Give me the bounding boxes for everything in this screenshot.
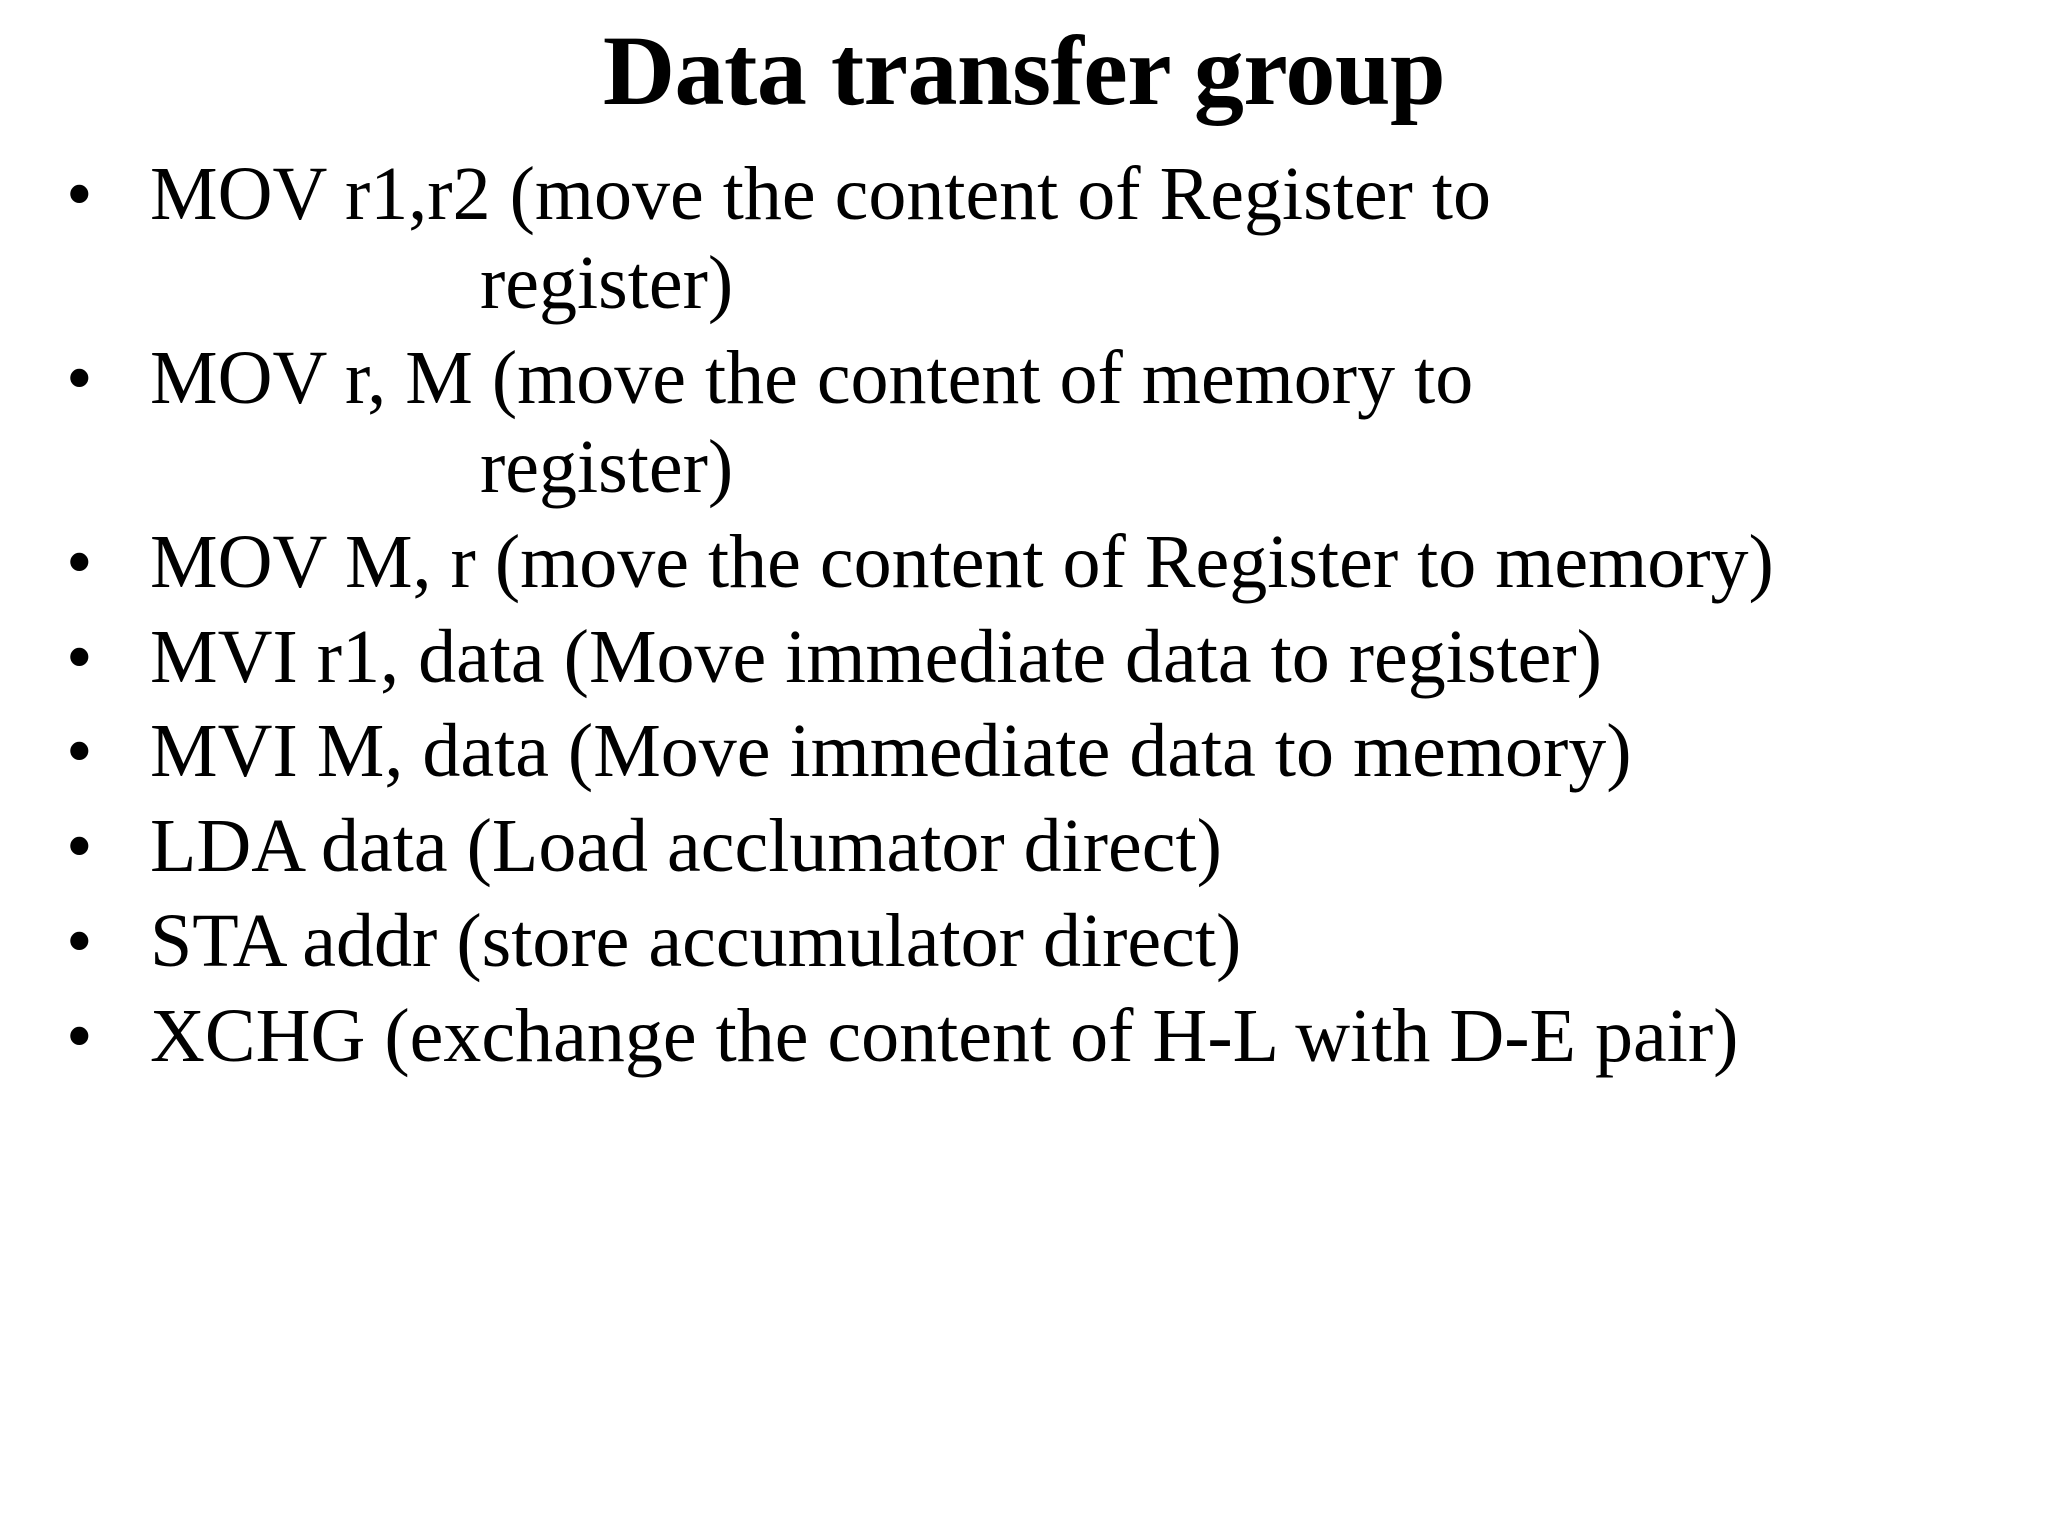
list-item[interactable]: • STA addr (store accumulator direct) [0,897,2048,986]
list-item[interactable]: • MOV r, M (move the content of memory t… [0,334,2048,512]
list-item-text: STA addr (store accumulator direct) [150,899,1242,984]
bullet-icon: • [66,994,93,1079]
list-item-text: MOV M, r (move the content of Register t… [150,519,1774,604]
list-item-text: MVI M, data (Move immediate data to memo… [150,709,1632,794]
list-item[interactable]: • MOV r1,r2 (move the content of Registe… [0,150,2048,328]
list-item[interactable]: • MVI r1, data (Move immediate data to r… [0,613,2048,702]
bullet-icon: • [66,519,93,604]
page-title: Data transfer group [602,15,1446,126]
bullet-icon: • [66,152,93,236]
bullet-icon: • [66,804,93,889]
list-item-text: XCHG (exchange the content of H-L with D… [150,994,1739,1079]
list-item-text: MVI r1, data (Move immediate data to reg… [150,614,1602,699]
list-item[interactable]: • XCHG (exchange the content of H-L with… [0,992,2048,1081]
bullet-icon: • [66,899,93,984]
list-item[interactable]: • MOV M, r (move the content of Register… [0,518,2048,607]
list-item-text-continued: register) [480,424,734,509]
bullet-icon: • [66,335,93,420]
bullet-icon: • [66,709,93,794]
bullet-icon: • [66,614,93,699]
list-item[interactable]: • LDA data (Load acclumator direct) [0,802,2048,891]
list-item-text: MOV r1,r2 (move the content of Register … [150,152,1491,236]
list-item[interactable]: • MVI M, data (Move immediate data to me… [0,707,2048,796]
list-item-text: LDA data (Load acclumator direct) [150,804,1222,889]
list-item-text-continued: register) [480,240,734,325]
bullet-list: • MOV r1,r2 (move the content of Registe… [0,150,2048,1081]
list-item-text: MOV r, M (move the content of memory to [150,335,1474,420]
